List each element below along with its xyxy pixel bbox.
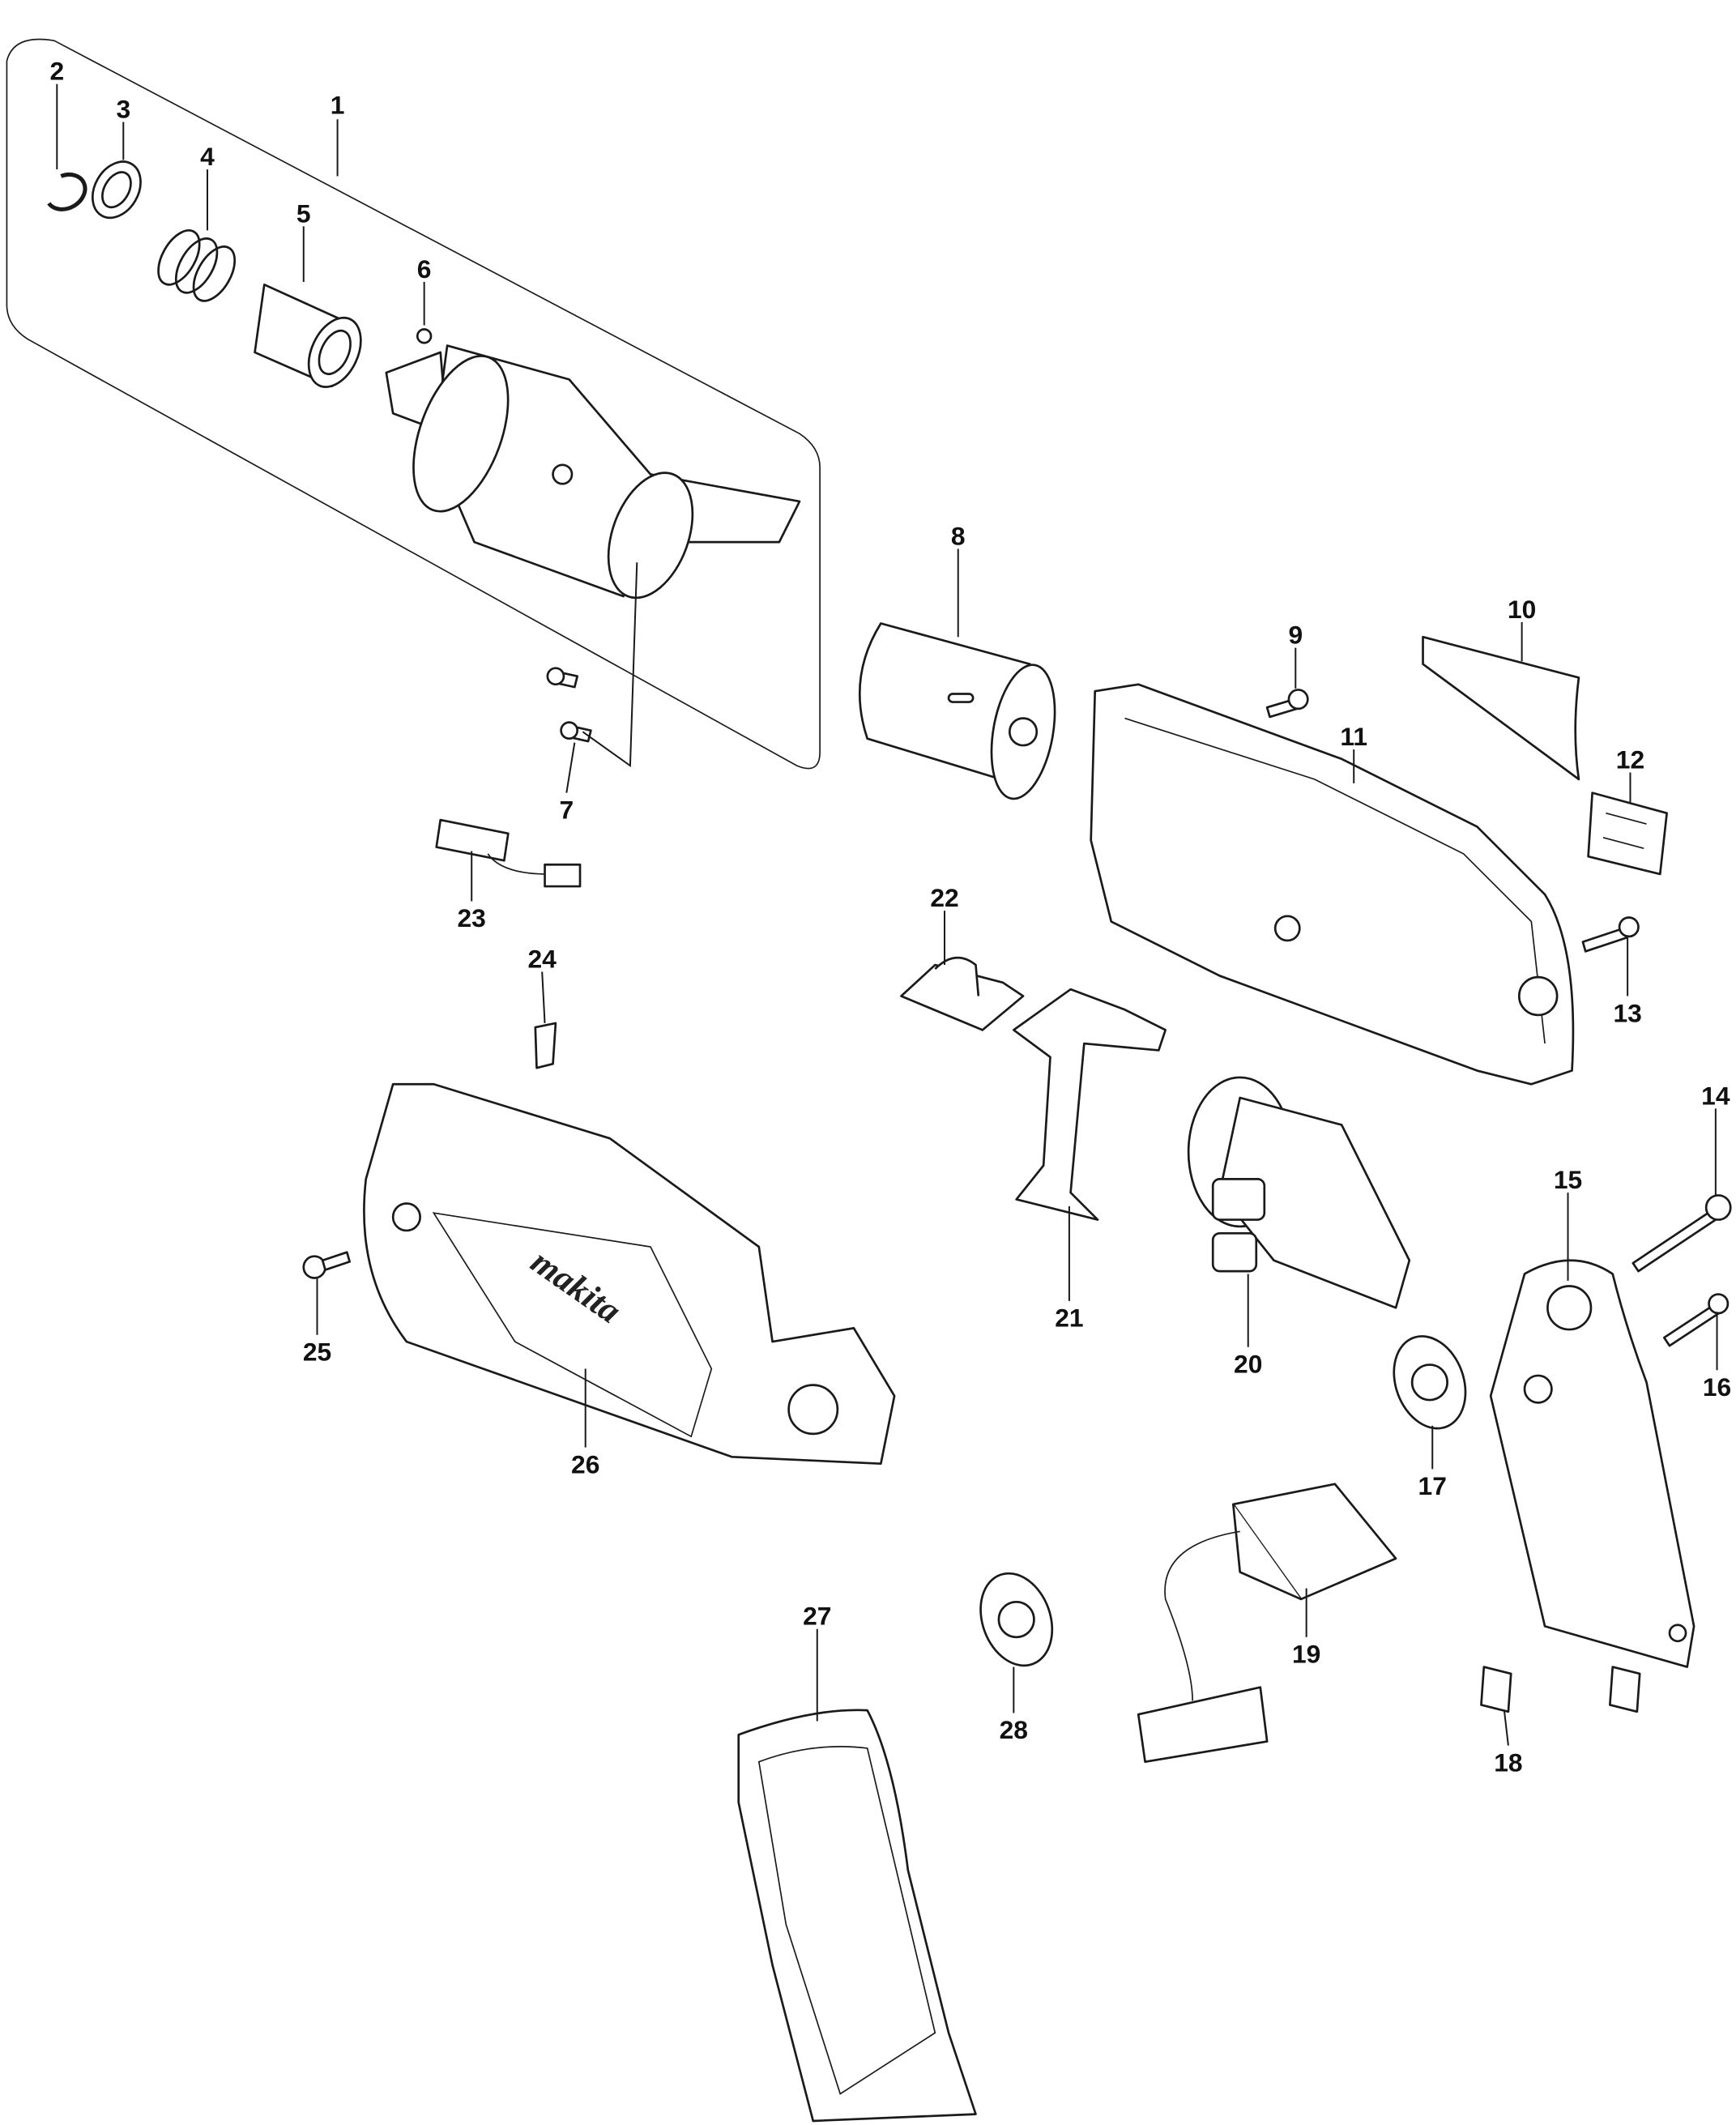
callout-1: 1 (331, 91, 345, 120)
callout-27: 27 (803, 1602, 831, 1631)
callout-15: 15 (1554, 1165, 1582, 1194)
callout-4: 4 (200, 142, 215, 171)
callout-9: 9 (1288, 621, 1303, 650)
callout-2: 2 (49, 57, 64, 86)
part-28-retainer-ring (979, 1572, 1054, 1667)
part-19-controller (1137, 1483, 1397, 1764)
callout-28: 28 (1000, 1715, 1028, 1744)
callout-7: 7 (559, 795, 574, 824)
part-4-spring (157, 229, 237, 302)
part-2-circlip (47, 173, 87, 211)
callout-17: 17 (1418, 1471, 1447, 1500)
callout-13: 13 (1613, 998, 1641, 1027)
part-6-steel-ball (416, 328, 433, 344)
callout-19: 19 (1292, 1640, 1320, 1669)
callout-25: 25 (303, 1338, 331, 1367)
callout-23: 23 (458, 903, 486, 932)
part-9-screw (1265, 689, 1309, 719)
part-7-screws (546, 667, 592, 743)
callout-11: 11 (1340, 722, 1367, 751)
callout-18: 18 (1494, 1747, 1522, 1777)
callout-5: 5 (296, 198, 311, 228)
part-27-grip (737, 1709, 977, 2123)
part-1-gear-assembly (385, 344, 801, 600)
part-12-bracket (1587, 792, 1668, 876)
part-5-sleeve (254, 283, 362, 388)
part-15-housing-rear (1489, 1259, 1695, 1668)
callout-6: 6 (417, 254, 432, 284)
callout-21: 21 (1055, 1304, 1083, 1333)
leader-lines (56, 83, 1718, 1746)
part-23-led-wire (435, 818, 582, 888)
callout-14: 14 (1701, 1081, 1730, 1110)
part-26-housing-left: makita (363, 1082, 896, 1465)
part-24-terminal (534, 1022, 557, 1069)
part-16-screw (1662, 1293, 1730, 1347)
part-22-button (900, 956, 1025, 1031)
callout-3: 3 (116, 95, 130, 124)
part-17-retainer-ring (1393, 1335, 1467, 1430)
part-13-screw (1581, 916, 1640, 953)
callout-12: 12 (1616, 745, 1644, 774)
part-3-washer (91, 160, 142, 220)
part-8-motor (858, 622, 1056, 800)
callout-22: 22 (930, 883, 958, 912)
part-14-screw (1631, 1194, 1732, 1273)
callout-16: 16 (1703, 1372, 1731, 1402)
part-21-lever (1012, 988, 1167, 1221)
part-25-screw (302, 1251, 351, 1279)
callout-24: 24 (528, 944, 557, 973)
callout-20: 20 (1234, 1350, 1262, 1379)
part-10-nameplate (1422, 635, 1580, 781)
callout-labels: 1234567891011121314151617181920212223242… (49, 57, 1731, 1777)
assembly-1-outline (6, 38, 821, 770)
part-18-clips (1480, 1666, 1641, 1713)
part-20-switch (1187, 1076, 1411, 1309)
part-11-housing-right (1090, 683, 1575, 1086)
callout-26: 26 (571, 1449, 599, 1479)
callout-10: 10 (1508, 595, 1536, 624)
callout-8: 8 (951, 521, 966, 550)
